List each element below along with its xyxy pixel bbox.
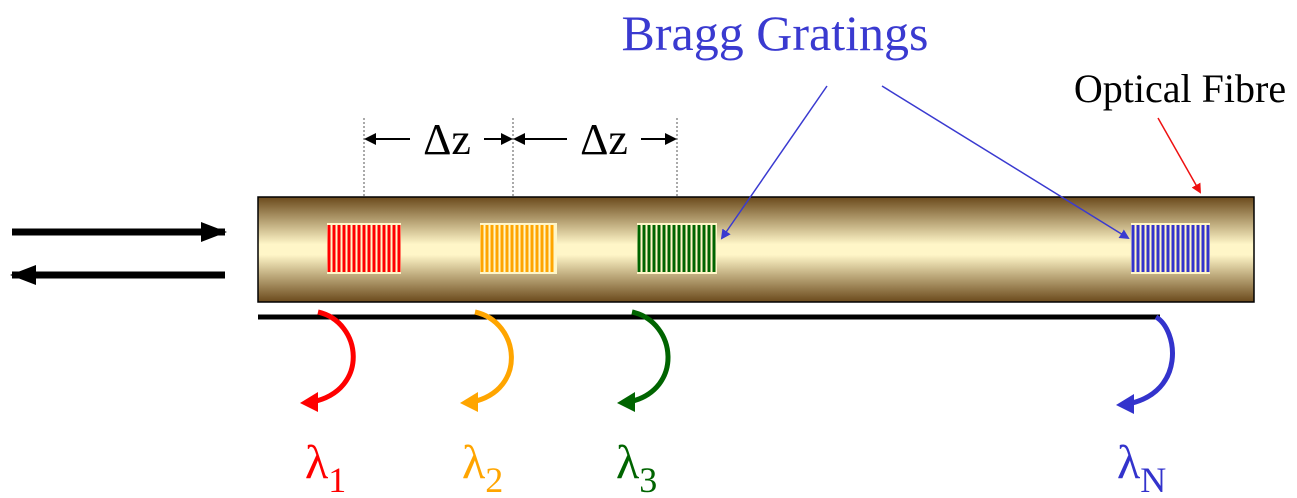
- reflection-3: [617, 309, 671, 412]
- title-pointer-1: [720, 85, 828, 240]
- reflection-1: [300, 309, 356, 412]
- grating-2: [480, 223, 557, 274]
- reflection-n: [1116, 314, 1175, 414]
- wavelength-label-1: λ1: [305, 436, 346, 498]
- spacing-label-1: Δz: [423, 115, 471, 164]
- reflection-2: [460, 309, 514, 412]
- grating-1: [327, 223, 401, 274]
- wavelength-label-2: λ2: [462, 436, 503, 498]
- input-output-arrows: [10, 222, 227, 285]
- optical-fibre: [257, 196, 1255, 303]
- grating-n: [1131, 223, 1210, 274]
- wavelength-label-n: λN: [1117, 436, 1166, 498]
- spacing-markers: Δz Δz: [363, 115, 678, 197]
- optical-fibre-label: Optical Fibre: [1074, 66, 1286, 111]
- spacing-label-2: Δz: [580, 115, 628, 164]
- fibre-pointer: [1157, 117, 1201, 194]
- wavelength-label-3: λ3: [616, 436, 657, 498]
- title-pointer-2: [881, 85, 1130, 240]
- bragg-gratings-title: Bragg Gratings: [622, 5, 929, 61]
- grating-3: [637, 223, 717, 274]
